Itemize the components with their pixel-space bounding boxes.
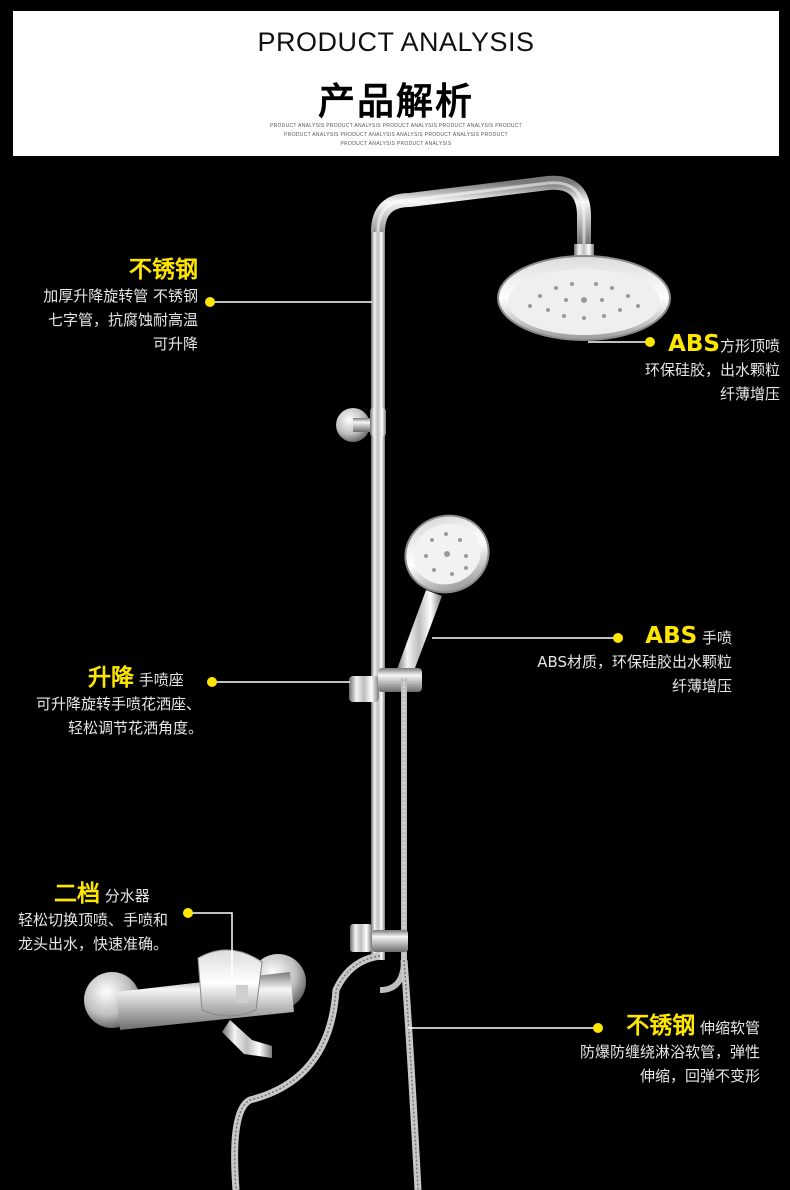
diverter-title: 二档 xyxy=(54,881,100,907)
header-title-en: PRODUCT ANALYSIS xyxy=(257,27,535,57)
top-shower-nozzles xyxy=(528,282,640,320)
hose-line-1: 防爆防缠绕淋浴软管，弹性 xyxy=(579,1043,760,1061)
hose-title: 不锈钢 xyxy=(626,1013,696,1039)
slide-bar-pipe xyxy=(371,700,385,950)
lift-seat-title: 升降 xyxy=(88,665,134,691)
header-card: PRODUCT ANALYSIS 产品解析 PRODUCT ANALYSIS P… xyxy=(13,11,779,156)
steel-pipe-line-1: 加厚升降旋转管 不锈钢 xyxy=(43,287,198,305)
lift-seat-subtitle: 手喷座 xyxy=(138,671,184,689)
steel-pipe-line-2: 七字管，抗腐蚀耐高温 xyxy=(47,311,198,329)
top-spray-line-2: 纤薄增压 xyxy=(719,385,780,403)
annotation-hose: 不锈钢 伸缩软管 防爆防缠绕淋浴软管，弹性 伸缩，回弹不变形 xyxy=(580,1014,760,1088)
lift-seat-line-1: 可升降旋转手喷花洒座、 xyxy=(36,695,202,713)
lift-seat xyxy=(349,668,422,702)
annotation-top-spray: ABS方形顶喷 环保硅胶，出水颗粒 纤薄增压 xyxy=(645,332,780,406)
hose-subtitle: 伸缩软管 xyxy=(699,1019,760,1037)
header-fine-print-3: PRODUCT ANALYSIS PRODUCT ANALYSIS xyxy=(340,141,452,147)
steel-pipe-line-3: 可升降 xyxy=(152,335,198,353)
hand-shower xyxy=(396,514,490,676)
top-spray-title: ABS xyxy=(668,331,720,357)
steel-pipe-title: 不锈钢 xyxy=(129,257,198,283)
lift-seat-line-2: 轻松调节花洒角度。 xyxy=(68,719,204,737)
top-shower-head xyxy=(497,244,671,341)
hand-spray-subtitle: 手喷 xyxy=(701,629,732,647)
diverter-block xyxy=(350,924,408,952)
hand-shower-nozzles xyxy=(424,532,468,576)
header-fine-print-1: PRODUCT ANALYSIS PRODUCT ANALYSIS PRODUC… xyxy=(269,123,523,129)
leader-lines xyxy=(188,301,650,1029)
annotation-steel-pipe: 不锈钢 加厚升降旋转管 不锈钢 七字管，抗腐蚀耐高温 可升降 xyxy=(43,258,198,356)
hand-spray-line-1: ABS材质，环保硅胶出水颗粒 xyxy=(537,653,732,671)
header-title-zh: 产品解析 xyxy=(318,80,474,123)
top-spray-line-1: 环保硅胶，出水颗粒 xyxy=(644,361,780,379)
hand-spray-line-2: 纤薄增压 xyxy=(671,677,732,695)
hose-line-2: 伸缩，回弹不变形 xyxy=(639,1067,760,1085)
diverter-line-1: 轻松切换顶喷、手喷和 xyxy=(18,911,169,929)
top-spray-subtitle: 方形顶喷 xyxy=(719,337,780,355)
annotation-hand-spray: ABS 手喷 ABS材质，环保硅胶出水颗粒 纤薄增压 xyxy=(537,624,732,698)
annotation-lift-seat: 升降 手喷座 可升降旋转手喷花洒座、 轻松调节花洒角度。 xyxy=(36,666,203,740)
annotation-diverter: 二档 分水器 轻松切换顶喷、手喷和 龙头出水，快速准确。 xyxy=(18,882,168,956)
diverter-subtitle: 分水器 xyxy=(104,887,150,905)
wall-bracket xyxy=(336,408,386,442)
hand-spray-title: ABS xyxy=(645,623,698,649)
header-fine-print-2: PRODUCT ANALYSIS PRODUCT ANALYSIS ANALYS… xyxy=(284,132,508,138)
diverter-knob xyxy=(236,985,248,1003)
leader-dots xyxy=(183,297,655,1033)
bath-mixer xyxy=(84,949,306,1058)
diverter-line-2: 龙头出水，快速准确。 xyxy=(18,935,169,953)
